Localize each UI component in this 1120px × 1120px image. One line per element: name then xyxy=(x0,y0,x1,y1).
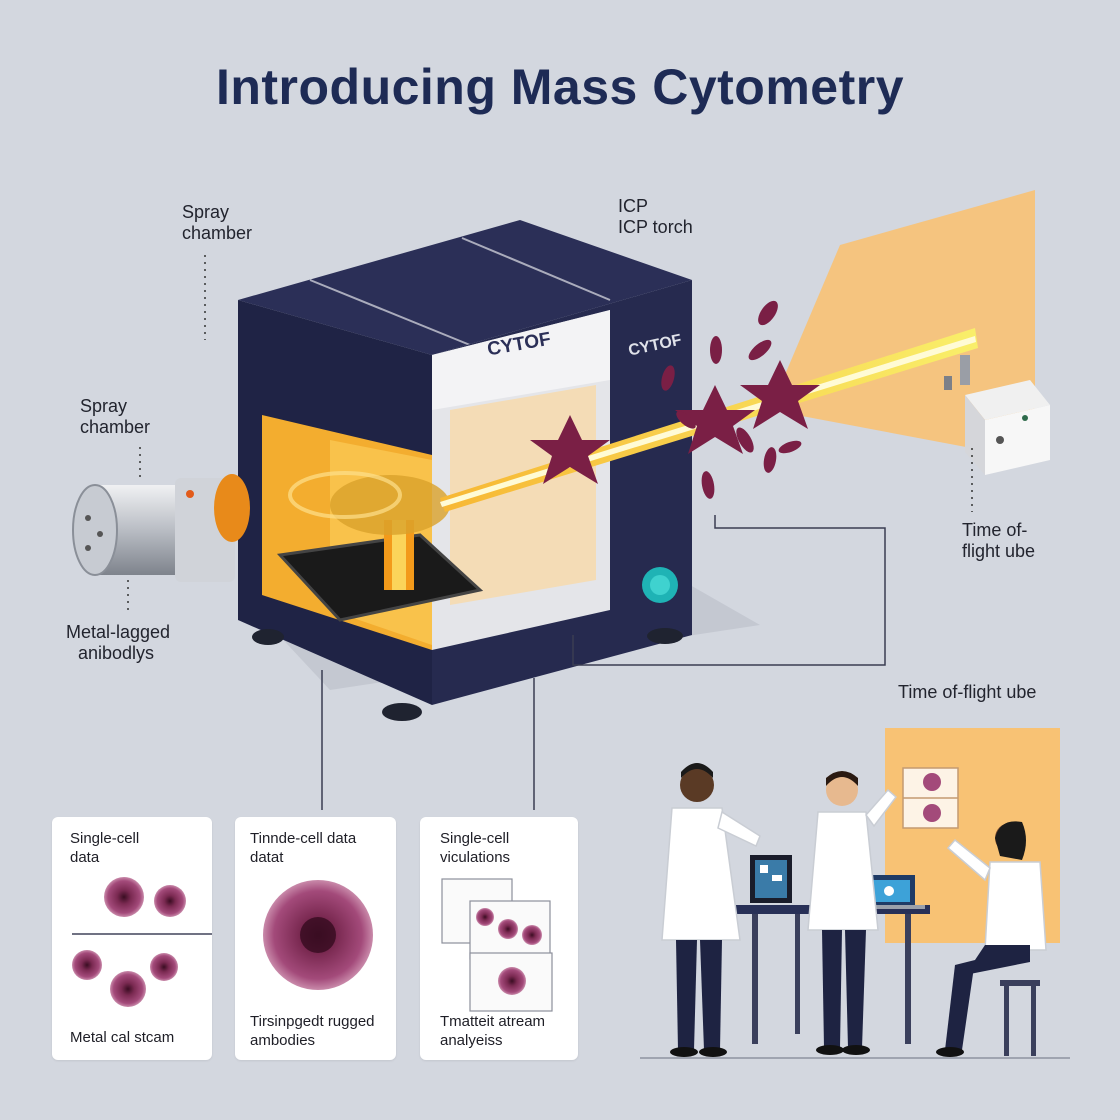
connector-line-1 xyxy=(572,515,886,666)
ion-star-3 xyxy=(740,360,820,429)
spray-chamber-cylinder xyxy=(72,474,250,582)
tof-detector-box xyxy=(944,355,1050,475)
page-title: Introducing Mass Cytometry xyxy=(215,59,905,115)
laptop-icon xyxy=(855,875,925,909)
instrument-top xyxy=(238,220,692,355)
panel-1-caption: Metal cal stcam xyxy=(70,1029,175,1046)
sample-tray xyxy=(276,533,484,622)
panel-3-visualizations xyxy=(441,878,553,1012)
monitor-icon xyxy=(750,855,792,903)
scientist-2 xyxy=(807,771,898,1055)
ion-star-2 xyxy=(675,385,755,454)
cell-droplets xyxy=(661,300,802,499)
ion-star-1 xyxy=(530,415,610,484)
plasma-glow-wedge xyxy=(770,190,1035,460)
scientist-1 xyxy=(661,763,761,1057)
label-tof-tube-lower: Time of-flight ube xyxy=(898,682,1037,702)
panel-1-cells xyxy=(72,877,212,1007)
panel-2-cell xyxy=(263,880,373,990)
label-tof-tube-right: Time of-flight ube xyxy=(962,520,1036,561)
scientist-3 xyxy=(936,821,1047,1057)
wall-chart xyxy=(902,767,959,829)
